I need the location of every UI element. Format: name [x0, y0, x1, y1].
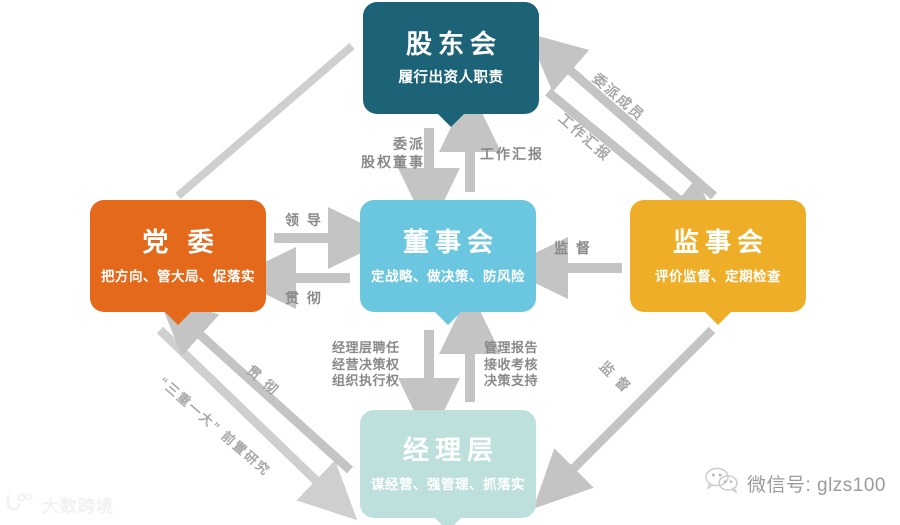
edge-label-board-to-party: 贯 彻	[285, 290, 323, 306]
connector-supervisors-to-management	[533, 326, 716, 509]
brand-watermark: 大数跨境	[6, 492, 114, 517]
brand-logo-icon	[6, 492, 36, 517]
node-shareholders-subtitle: 履行出资人职责	[398, 69, 504, 86]
node-shareholders[interactable]: 股东会 履行出资人职责	[363, 2, 539, 127]
brand-watermark-text: 大数跨境	[42, 497, 114, 516]
node-shareholders-title: 股东会	[405, 28, 502, 59]
node-supervisory-board-subtitle: 评价监督、定期检查	[655, 268, 781, 284]
node-party-committee-tail	[165, 312, 191, 325]
wechat-icon	[705, 467, 739, 499]
edge-label-board-to-shareholders: 工作汇报	[480, 146, 544, 162]
edge-label-board-to-management: 经理层聘任 经营决策权 组织执行权	[332, 340, 400, 389]
edge-label-management-to-board: 管理报告 接收考核 决策支持	[484, 340, 539, 389]
connector-management-to-party	[157, 296, 354, 474]
connector-supervisors-to-shareholders	[527, 33, 717, 200]
node-supervisory-board-tail	[705, 312, 731, 325]
node-management-layer-title: 经理层	[402, 435, 499, 466]
node-party-committee[interactable]: 党 委 把方向、管大局、促落实	[90, 200, 266, 325]
node-party-committee-subtitle: 把方向、管大局、促落实	[101, 268, 255, 284]
wechat-watermark-text: 微信号: glzs100	[746, 474, 886, 496]
node-supervisory-board-title: 监事会	[672, 227, 769, 258]
wechat-watermark: 微信号: glzs100	[705, 467, 886, 499]
edge-label-shareholders-to-board: 委派 股权董事	[361, 136, 425, 170]
node-board-of-directors[interactable]: 董事会 定战略、做决策、防风险	[360, 200, 536, 325]
edge-label-supervisors-to-board: 监 督	[554, 240, 592, 256]
node-party-committee-title: 党 委	[142, 227, 220, 258]
node-supervisory-board[interactable]: 监事会 评价监督、定期检查	[630, 200, 806, 325]
edge-label-party-to-board: 领 导	[285, 212, 323, 228]
node-board-of-directors-subtitle: 定战略、做决策、防风险	[371, 268, 525, 284]
connector-party-shareholders-diagonal	[175, 42, 355, 200]
connector-shareholders-to-supervisors	[545, 88, 724, 237]
node-board-of-directors-title: 董事会	[402, 227, 499, 258]
node-management-layer[interactable]: 经理层 谋经营、强管理、抓落实	[360, 410, 536, 525]
node-shareholders-tail	[438, 114, 464, 127]
node-management-layer-tail	[435, 518, 461, 525]
node-management-layer-subtitle: 谋经营、强管理、抓落实	[371, 476, 525, 492]
connector-management-to-party-research	[156, 326, 358, 521]
node-board-of-directors-tail	[435, 312, 461, 325]
